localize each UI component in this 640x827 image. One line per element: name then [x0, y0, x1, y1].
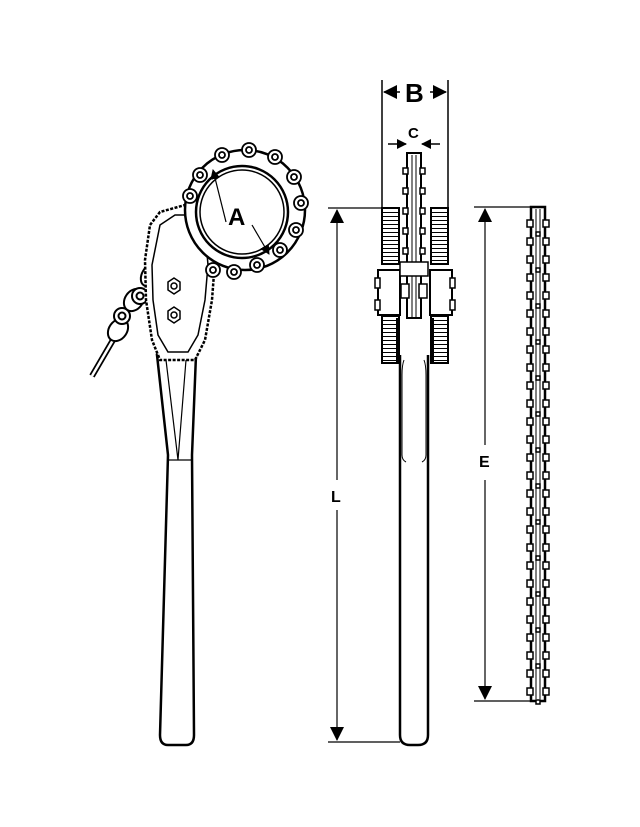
front-view: A: [89, 142, 309, 747]
dimension-l: L: [328, 207, 400, 743]
dimension-a: A: [210, 169, 270, 255]
label-e: E: [479, 454, 490, 471]
hex-nut-top: [167, 277, 181, 295]
chain-links: [526, 219, 550, 705]
chain-ring: [182, 142, 309, 280]
handle-front: [155, 353, 198, 747]
label-b: B: [405, 78, 424, 108]
center-chain: [399, 152, 429, 319]
side-view: B C L: [328, 78, 456, 747]
hex-nut-bottom: [167, 306, 181, 324]
label-c: C: [408, 125, 419, 142]
dimension-c: C: [388, 125, 440, 149]
chain-view: E: [474, 205, 550, 705]
label-l: L: [331, 489, 341, 506]
dimension-e: E: [474, 206, 530, 702]
dimension-b: B: [381, 78, 449, 210]
label-a: A: [228, 204, 245, 231]
